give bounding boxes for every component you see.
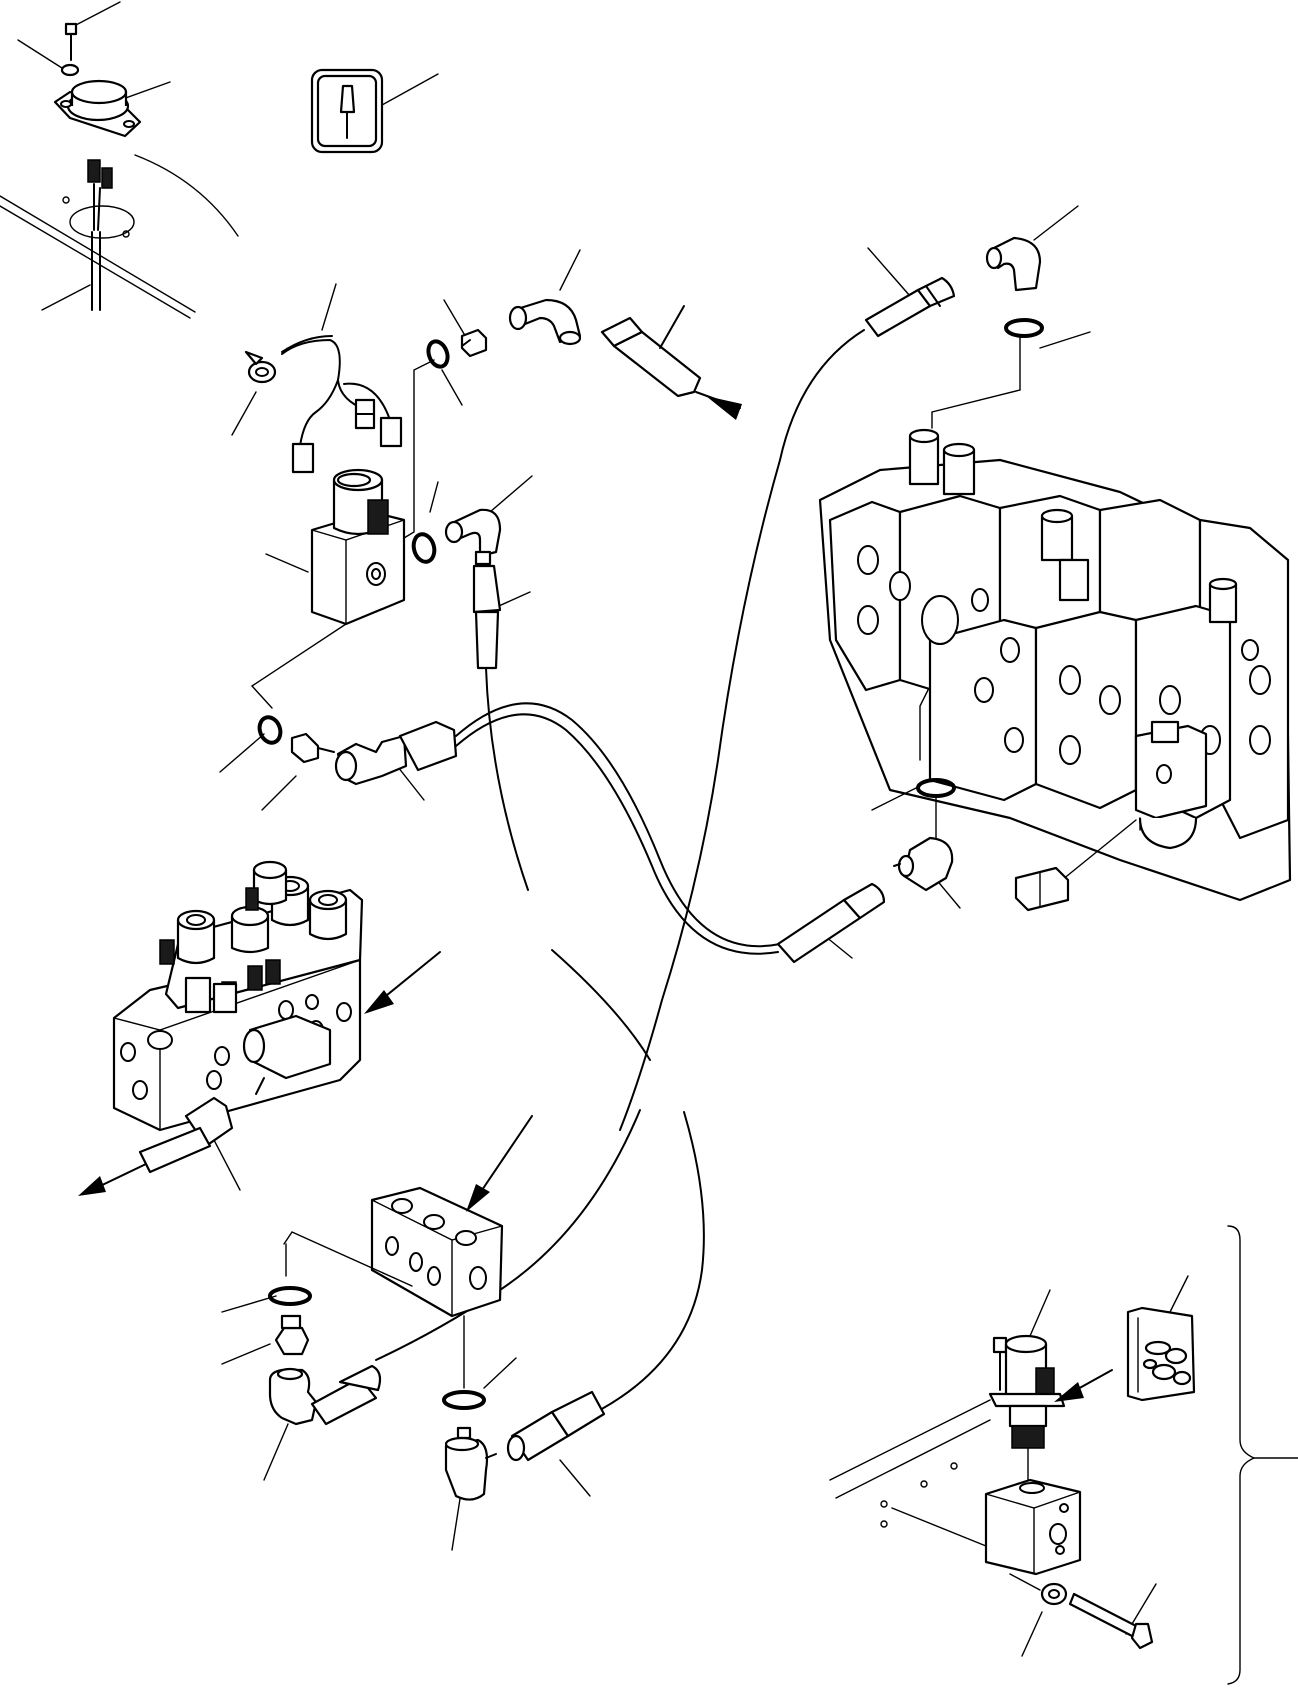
top-right-fittings xyxy=(864,205,1091,429)
upper-fitting-group xyxy=(426,249,742,420)
bottom-left-fittings xyxy=(221,1286,382,1481)
seal-kit-icon xyxy=(1126,1275,1196,1402)
hose-lines xyxy=(375,329,865,1411)
inlet-arrow xyxy=(695,391,742,420)
detail-solenoid-cartridge xyxy=(829,1289,1157,1657)
bottom-center-fittings xyxy=(442,1357,606,1551)
lower-right-fittings xyxy=(776,778,961,964)
outlet-arrow xyxy=(78,1163,147,1196)
wiring-harness xyxy=(231,283,403,474)
middle-fitting-group xyxy=(411,475,533,670)
lower-left-fitting-group xyxy=(219,715,458,811)
detail-group-bracket xyxy=(1227,1225,1298,1685)
main-control-valve xyxy=(818,428,1292,912)
solenoid-valve-bank xyxy=(78,860,441,1196)
junction-block xyxy=(283,1115,533,1389)
solenoid-valve xyxy=(250,359,435,709)
pressure-switch-icon-box xyxy=(310,68,439,154)
sender-cap-assembly xyxy=(0,1,239,319)
